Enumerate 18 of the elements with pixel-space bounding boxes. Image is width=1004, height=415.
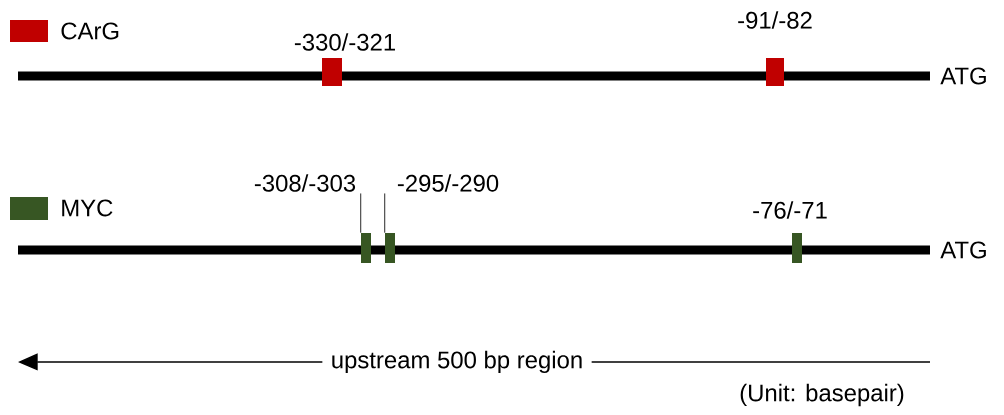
position-label: -330/-321: [294, 33, 395, 51]
position-label: -91/-82: [738, 11, 812, 29]
start-codon-label: ATG: [940, 67, 986, 85]
unit-note: (Unit: basepair): [740, 383, 904, 407]
start-codon-label: ATG: [940, 241, 986, 259]
position-label: -295/-290: [397, 174, 499, 192]
legend-label: CArG: [61, 22, 119, 40]
legend-label: MYC: [62, 199, 113, 217]
binding-site-box: [385, 233, 395, 263]
position-label: -308/-303: [254, 174, 356, 192]
region-label: upstream 500 bp region: [322, 342, 592, 382]
binding-site-box: [322, 58, 342, 86]
binding-site-box: [792, 233, 802, 263]
binding-site-box: [361, 233, 371, 263]
position-label: -76/-71: [753, 201, 827, 219]
leader-line: [360, 193, 362, 234]
leader-line: [384, 193, 386, 234]
binding-site-box: [766, 58, 784, 86]
